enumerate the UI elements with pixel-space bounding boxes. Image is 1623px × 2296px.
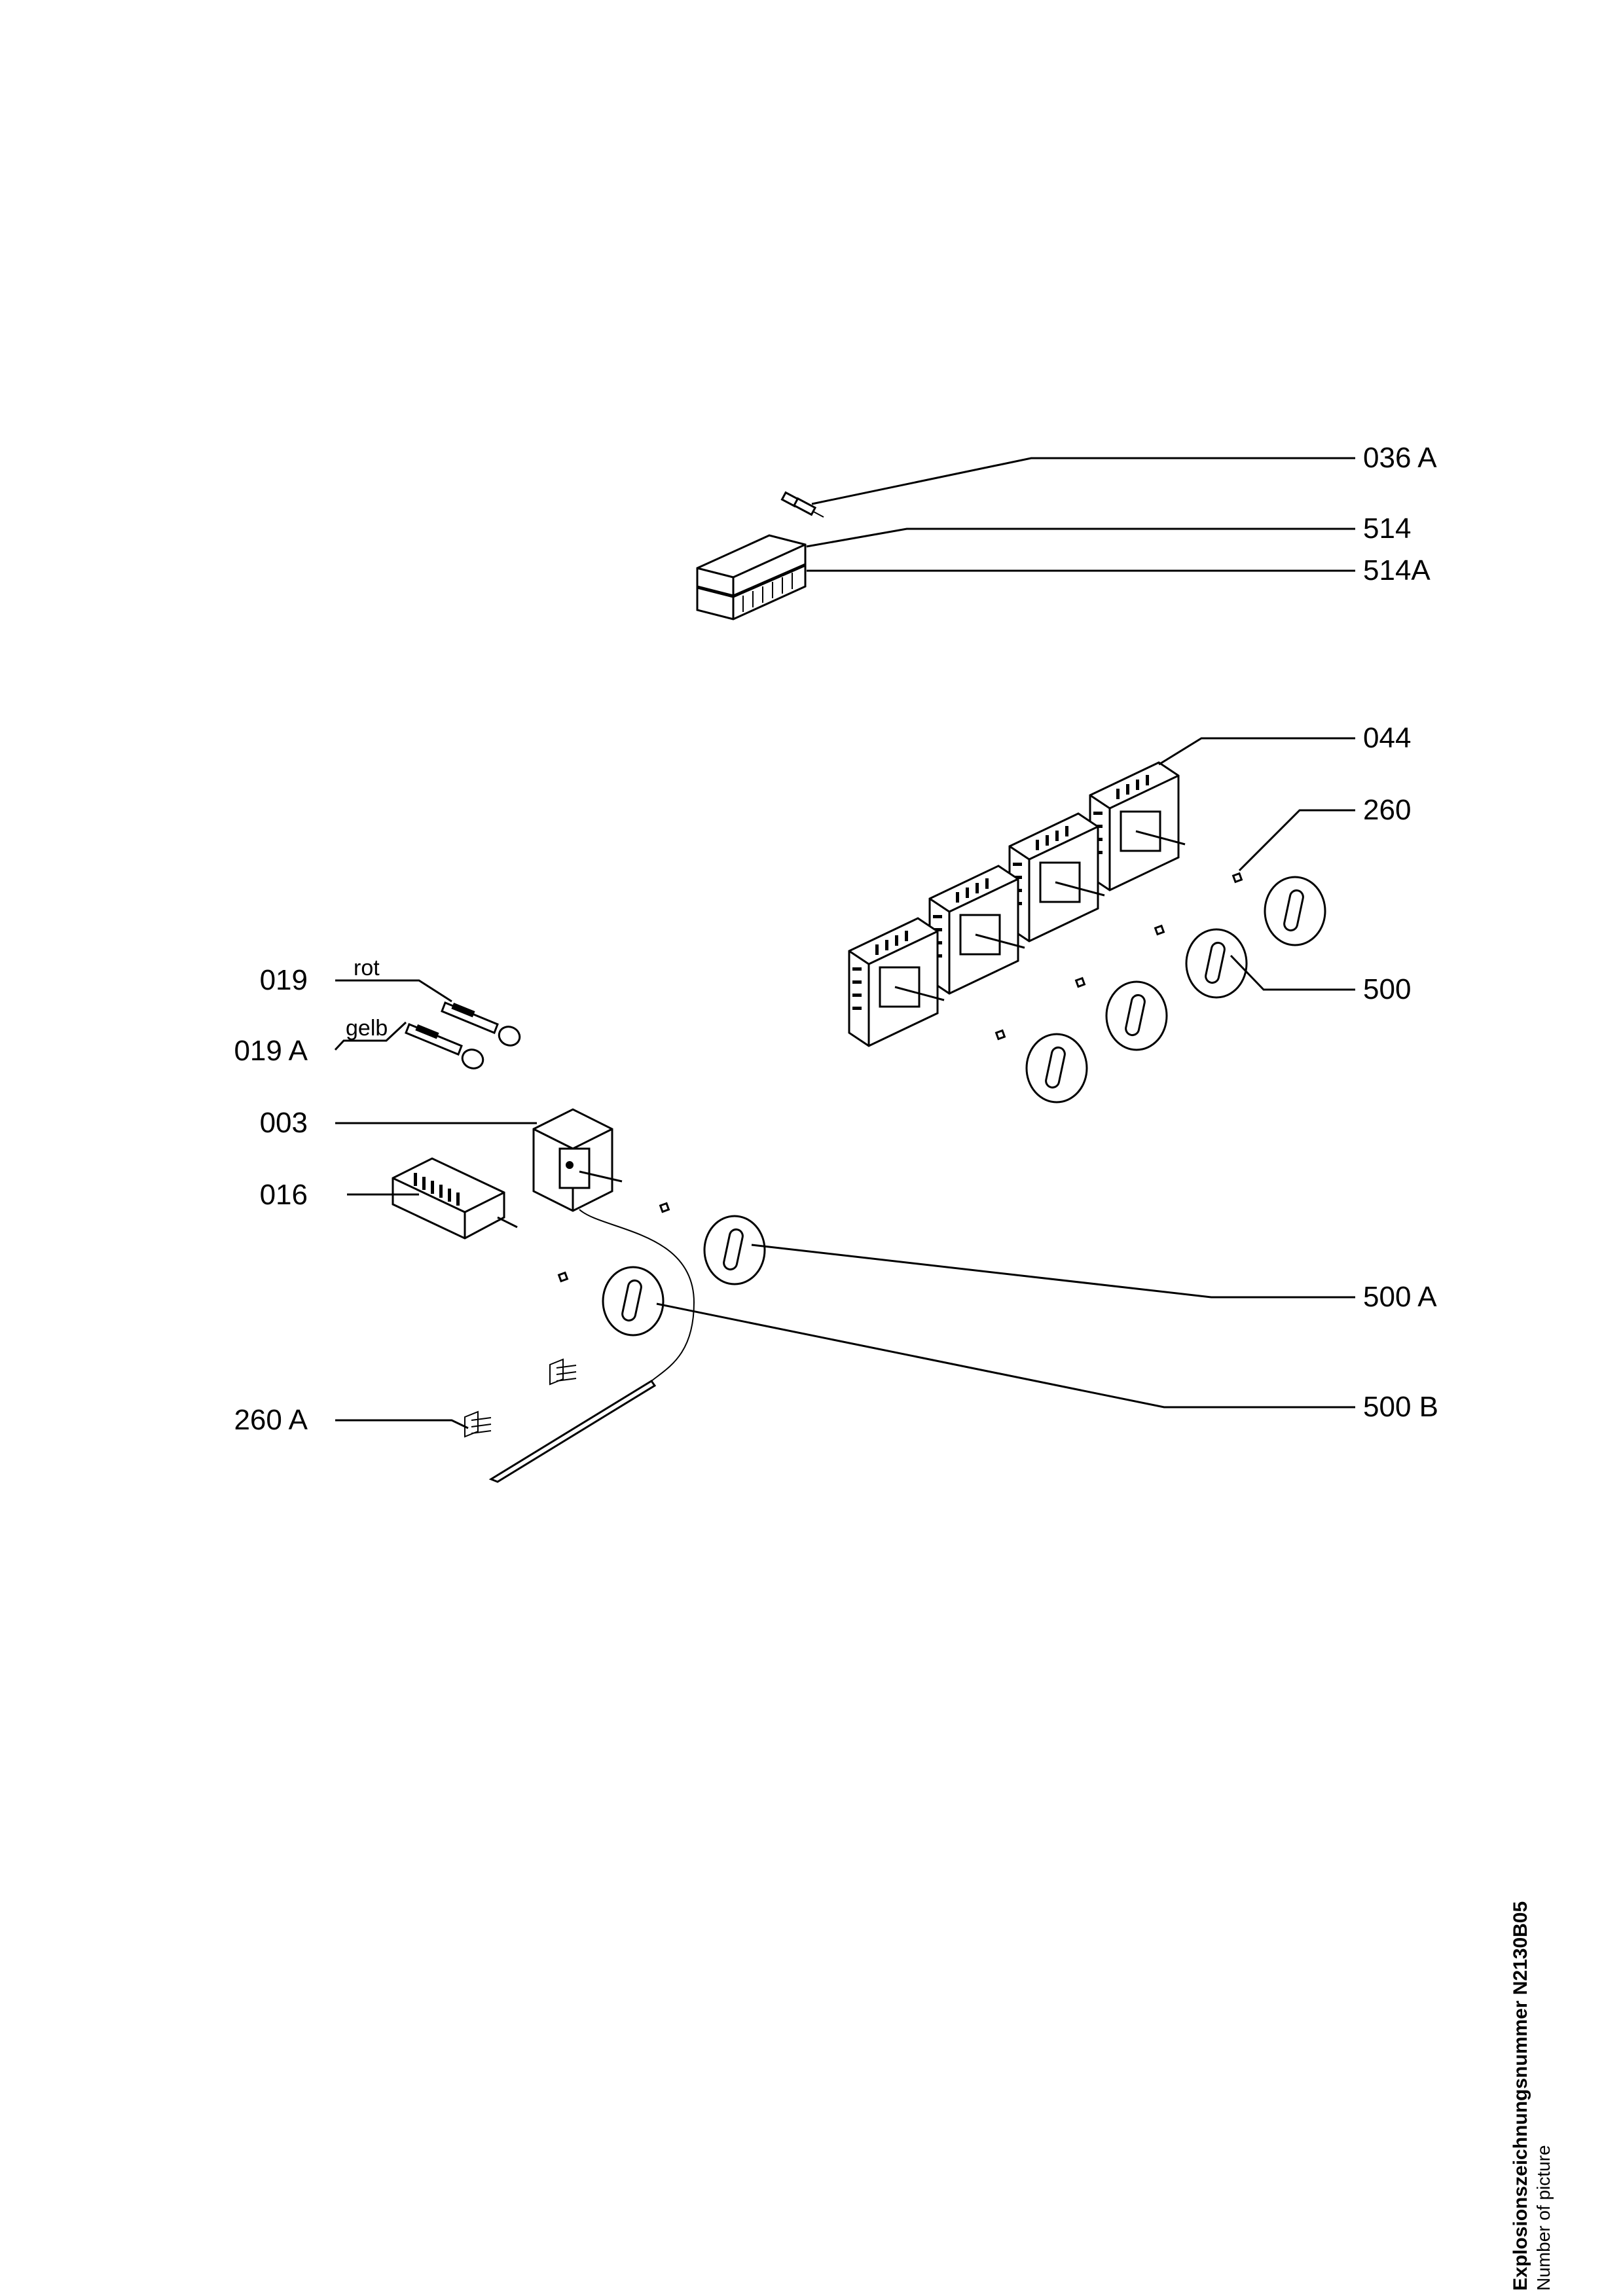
label-500a: 500 A xyxy=(1363,1281,1437,1313)
leader-019 xyxy=(335,979,452,1003)
part-514a-block xyxy=(696,564,807,620)
part-036a-connector xyxy=(780,491,824,518)
thermostat-003 xyxy=(532,1108,695,1382)
knob-500b xyxy=(602,1266,665,1336)
label-016: 016 xyxy=(260,1179,308,1211)
clip-260a-lower xyxy=(464,1410,492,1438)
label-514a: 514A xyxy=(1363,554,1431,586)
label-514: 514 xyxy=(1363,512,1411,545)
clips-260 xyxy=(994,872,1243,1041)
clips-500ab xyxy=(557,1202,670,1283)
label-044: 044 xyxy=(1363,722,1411,754)
regulator-2 xyxy=(1008,812,1105,942)
leader-036a xyxy=(811,457,1355,505)
leader-260a xyxy=(335,1419,469,1429)
regulator-1 xyxy=(1089,761,1186,891)
label-019: 019 xyxy=(260,964,308,996)
picture-number-title: Explosionszeichnungsnummer N2130B05 xyxy=(1510,1901,1531,2291)
clip-260a-upper xyxy=(549,1358,577,1386)
leader-500a xyxy=(751,1244,1355,1299)
leader-500b xyxy=(656,1302,1355,1408)
leader-514 xyxy=(806,528,1355,548)
label-500: 500 xyxy=(1363,973,1411,1005)
leader-019a xyxy=(334,1021,407,1051)
label-260a: 260 A xyxy=(234,1404,308,1436)
knob-4 xyxy=(1025,1033,1088,1103)
regulator-4 xyxy=(848,917,945,1047)
picture-number-subtitle: Number of picture xyxy=(1533,2145,1554,2291)
knob-3 xyxy=(1105,980,1168,1051)
knob-1 xyxy=(1264,876,1326,946)
label-260: 260 xyxy=(1363,794,1411,826)
label-036a: 036 A xyxy=(1363,442,1437,474)
knob-500a xyxy=(703,1215,766,1285)
label-500b: 500 B xyxy=(1363,1391,1438,1423)
switch-016 xyxy=(392,1157,518,1240)
leader-044 xyxy=(1158,737,1355,766)
leader-500 xyxy=(1230,954,1355,991)
sublabel-rot: rot xyxy=(354,956,380,980)
label-019a: 019 A xyxy=(234,1035,308,1067)
knob-2 xyxy=(1185,928,1248,999)
sublabel-gelb: gelb xyxy=(346,1016,388,1041)
lamp-019-rot xyxy=(441,1001,521,1047)
label-003: 003 xyxy=(260,1107,308,1139)
picture-number-note: Explosionszeichnungsnummer N2130B05 Numb… xyxy=(1509,1833,1588,2291)
leader-260 xyxy=(1238,809,1355,872)
capillary-probe xyxy=(488,1379,657,1483)
regulator-3 xyxy=(928,865,1025,995)
part-514-block xyxy=(696,534,807,597)
lamp-019a-gelb xyxy=(405,1023,484,1069)
